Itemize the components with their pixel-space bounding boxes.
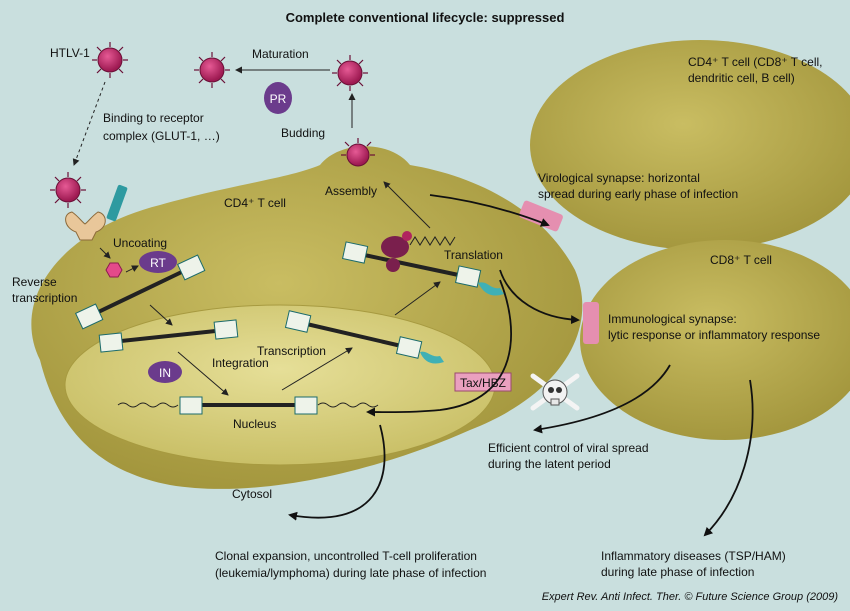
virological-synapse-line1: Virological synapse: horizontal: [538, 171, 700, 185]
clonal-expansion-line2: (leukemia/lymphoma) during late phase of…: [215, 566, 486, 580]
immunological-synapse-line2: lytic response or inflammatory response: [608, 328, 820, 342]
cytosol-label: Cytosol: [232, 487, 272, 501]
tax-hbz-label: Tax/HBZ: [460, 376, 506, 390]
target-cell-label-line2: dendritic cell, B cell): [688, 71, 795, 85]
transcribed-rna: [284, 310, 444, 364]
integration-label: Integration: [212, 356, 269, 370]
viral-rna-segment: [74, 254, 206, 330]
target-cell-label-line1: CD4⁺ T cell (CD8⁺ T cell,: [688, 55, 822, 69]
tax-hbz-box: [454, 372, 512, 392]
glut1-icon: [106, 184, 128, 222]
reverse-transcription-line1: Reverse: [12, 275, 57, 289]
arrow-virological-spread: [429, 194, 550, 227]
nucleus-label: Nucleus: [233, 417, 276, 431]
inflammatory-line1: Inflammatory diseases (TSP/HAM): [601, 549, 786, 563]
assembly-label: Assembly: [325, 184, 377, 198]
arrow-integration: [177, 351, 229, 396]
hexagon-icon: [105, 262, 123, 278]
nucleus: [64, 304, 496, 466]
clonal-expansion-line1: Clonal expansion, uncontrolled T-cell pr…: [215, 549, 477, 563]
credit-line: Expert Rev. Anti Infect. Ther. © Future …: [542, 591, 839, 603]
diagram-title: Complete conventional lifecycle: suppres…: [286, 10, 565, 25]
virological-synapse-marker: [519, 200, 563, 232]
htlv-virion-mature: [194, 52, 230, 88]
pr-enzyme-icon: [264, 82, 292, 114]
efficient-control-line2: during the latent period: [488, 457, 611, 471]
arrow-clonal-expansion: [288, 424, 386, 521]
reverse-transcribed-dna: [98, 319, 239, 353]
arrow-immunological: [499, 269, 580, 325]
uncoating-label: Uncoating: [113, 236, 167, 250]
arrow-transcription: [281, 347, 353, 391]
translated-rna: [341, 231, 504, 296]
htlv-virion-binding: [50, 172, 86, 208]
arrow-to-translation: [394, 281, 441, 316]
in-enzyme-icon: [148, 361, 182, 383]
budding-label: Budding: [281, 126, 325, 140]
rt-label: RT: [150, 256, 166, 270]
arrow-inflammatory: [703, 379, 754, 537]
efficient-control-line1: Efficient control of viral spread: [488, 441, 649, 455]
in-label: IN: [159, 366, 171, 380]
htlv-label: HTLV-1: [50, 46, 90, 60]
arrow-uncoating: [99, 247, 111, 259]
rt-enzyme-icon: [139, 251, 177, 273]
arrow-tax-hbz-loop: [366, 279, 513, 417]
cd4-cell-label: CD4⁺ T cell: [224, 196, 286, 210]
translation-label: Translation: [444, 248, 503, 262]
virological-synapse-line2: spread during early phase of infection: [538, 187, 738, 201]
receptor-icon: [65, 211, 106, 241]
htlv-virion-budding: [341, 138, 375, 167]
htlv-virion-free: [92, 42, 128, 78]
integrated-provirus: [117, 396, 379, 415]
binding-label-line2: complex (GLUT-1, …): [103, 129, 220, 143]
transcription-label: Transcription: [257, 344, 326, 358]
arrow-to-rt: [125, 265, 139, 273]
arrow-efficient-control: [533, 364, 671, 434]
target-cell-top: [530, 40, 850, 250]
arrow-binding: [72, 81, 106, 166]
skull-crossbones-icon: [530, 373, 580, 411]
cd8-cell-label: CD8⁺ T cell: [710, 253, 772, 267]
reverse-transcription-line2: transcription: [12, 291, 77, 305]
htlv-virion-budded: [332, 55, 368, 91]
maturation-label: Maturation: [252, 47, 309, 61]
binding-label-line1: Binding to receptor: [103, 111, 204, 125]
immunological-synapse-marker: [583, 302, 599, 344]
inflammatory-line2: during late phase of infection: [601, 565, 754, 579]
pr-label: PR: [270, 92, 287, 106]
arrow-assembly: [383, 181, 431, 229]
immunological-synapse-line1: Immunological synapse:: [608, 312, 737, 326]
arrow-reverse-transcription: [149, 304, 173, 326]
